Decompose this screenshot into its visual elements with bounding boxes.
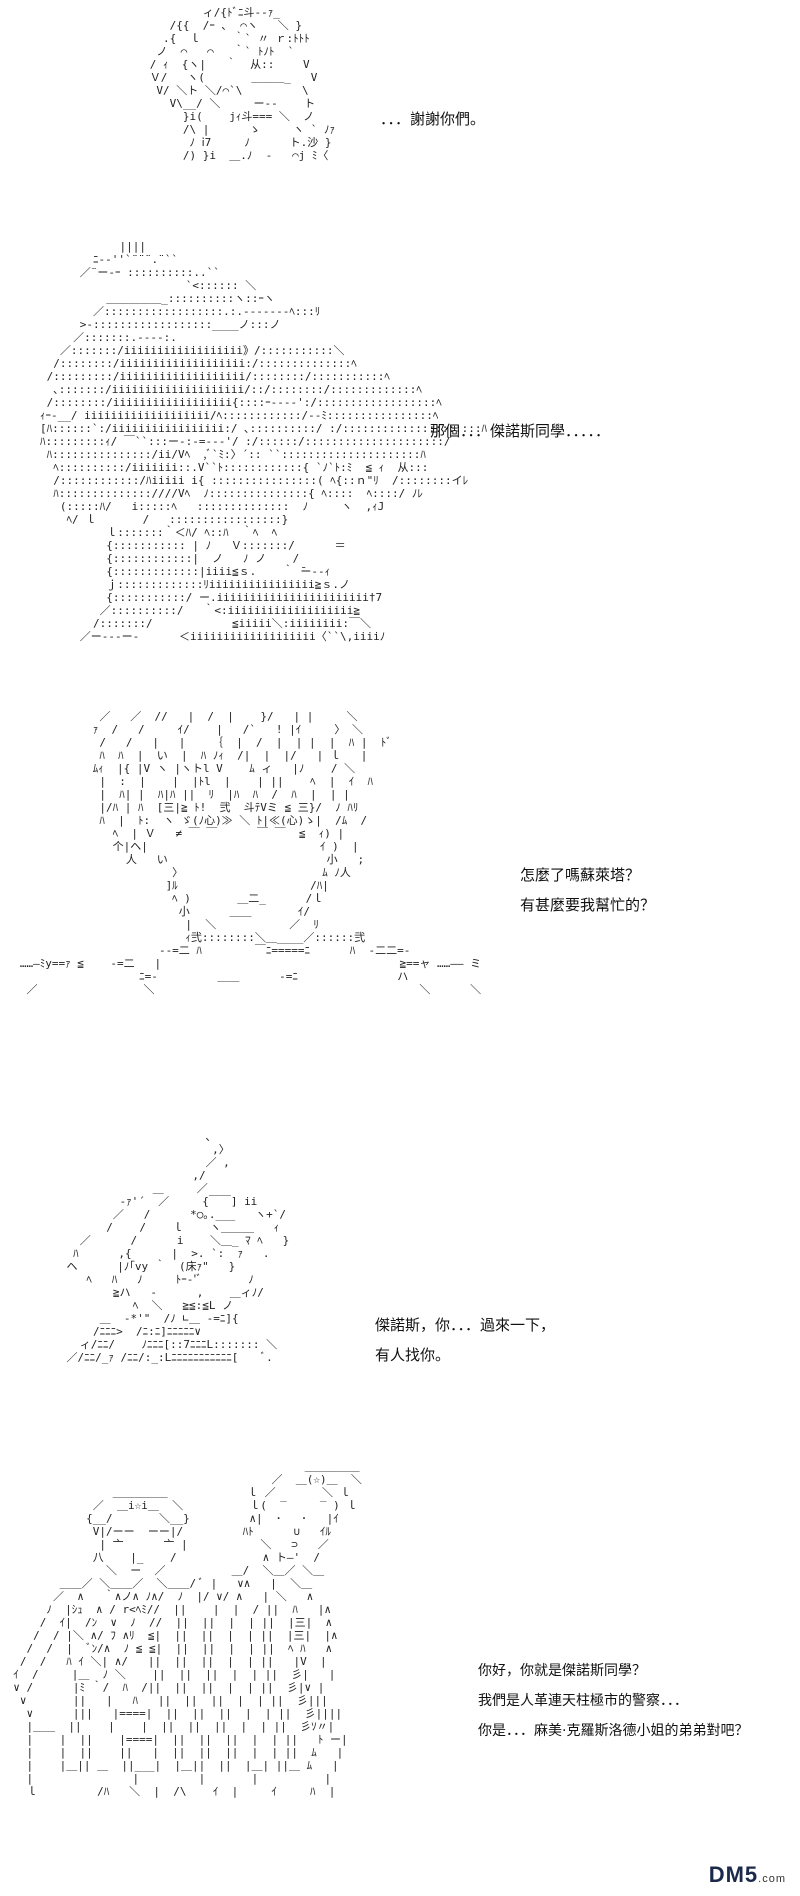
dialog-line: ．．．謝謝你們。 — [380, 110, 486, 128]
panel-2: |||| ﾆ‐-''`¨¨¨.¨`` ／¨ー-ｰ ::::::::::..`` … — [0, 240, 800, 690]
dialog-line: 傑諾斯，你．．．過來一下， — [375, 1316, 556, 1334]
ascii-art-girl-hesitant: |||| ﾆ‐-''`¨¨¨.¨`` ／¨ー-ｰ ::::::::::..`` … — [40, 240, 487, 643]
panel-5: ＿＿＿＿＿ ／ ＿(☆)＿ ＼ ＿＿＿＿＿ ｌ ／ ＼ ｌ ／ ＿i☆i＿ ＼ … — [0, 1460, 800, 1896]
panel-4: ､ ,〉 ／ , ,/ ＿ ／ -ｧ'´ ／ {￣￣] ii ／ / *○｡._… — [0, 1130, 800, 1450]
dialog-line: 那個．．．傑諾斯同學．．．．． — [430, 422, 611, 440]
site-watermark-logo: DM5.com — [709, 1862, 786, 1888]
dialog-line: 你好，你就是傑諾斯同學？ — [478, 1663, 646, 1679]
dialog-box: 你好，你就是傑諾斯同學？ 我們是人革連天柱極市的警察．．． 你是．．．麻美·克羅… — [478, 1656, 748, 1746]
dialog-line: 我們是人革連天柱極市的警察．．． — [478, 1693, 688, 1709]
dialog-line: 怎麼了嗎蘇萊塔？ — [520, 866, 641, 884]
dialog-box: 傑諾斯，你．．．過來一下， 有人找你。 — [375, 1310, 555, 1370]
dialog-box: 怎麼了嗎蘇萊塔？ 有甚麼要我幫忙的？ — [520, 860, 655, 920]
ascii-art-boy-calm: ／ ／ // | / | }/ | | ＼ ｧ / / ｲ/ | /` ! |ｲ… — [19, 710, 482, 996]
dialog-box: ．．．謝謝你們。 — [380, 108, 485, 129]
ascii-art-girl-calling: ､ ,〉 ／ , ,/ ＿ ／ -ｧ'´ ／ {￣￣] ii ／ / *○｡._… — [66, 1130, 290, 1364]
watermark-suffix: .com — [758, 1873, 786, 1885]
dialog-line: 你是．．．麻美·克羅斯洛德小姐的弟弟對吧？ — [478, 1723, 749, 1739]
panel-3: ／ ／ // | / | }/ | | ＼ ｧ / / ｲ/ | /` ! |ｲ… — [0, 700, 800, 1120]
ascii-art-two-police-officers: ＿＿＿＿＿ ／ ＿(☆)＿ ＼ ＿＿＿＿＿ ｌ ／ ＼ ｌ ／ ＿i☆i＿ ＼ … — [13, 1460, 362, 1798]
dialog-box: 那個．．．傑諾斯同學．．．．． — [430, 420, 610, 441]
dialog-line: 有人找你。 — [375, 1346, 451, 1364]
panel-1: ィ/{ﾄﾞﾆ斗--ｧ_ /{{ /ｰ ､ ⌒ヽ ＼ } .{ ｌ ｀` 〃 ｒ:… — [0, 0, 800, 250]
ascii-art-girl-thanks: ィ/{ﾄﾞﾆ斗--ｧ_ /{{ /ｰ ､ ⌒ヽ ＼ } .{ ｌ ｀` 〃 ｒ:… — [149, 6, 336, 162]
watermark-brand: DM5 — [708, 1862, 759, 1887]
dialog-line: 有甚麼要我幫忙的？ — [520, 896, 656, 914]
